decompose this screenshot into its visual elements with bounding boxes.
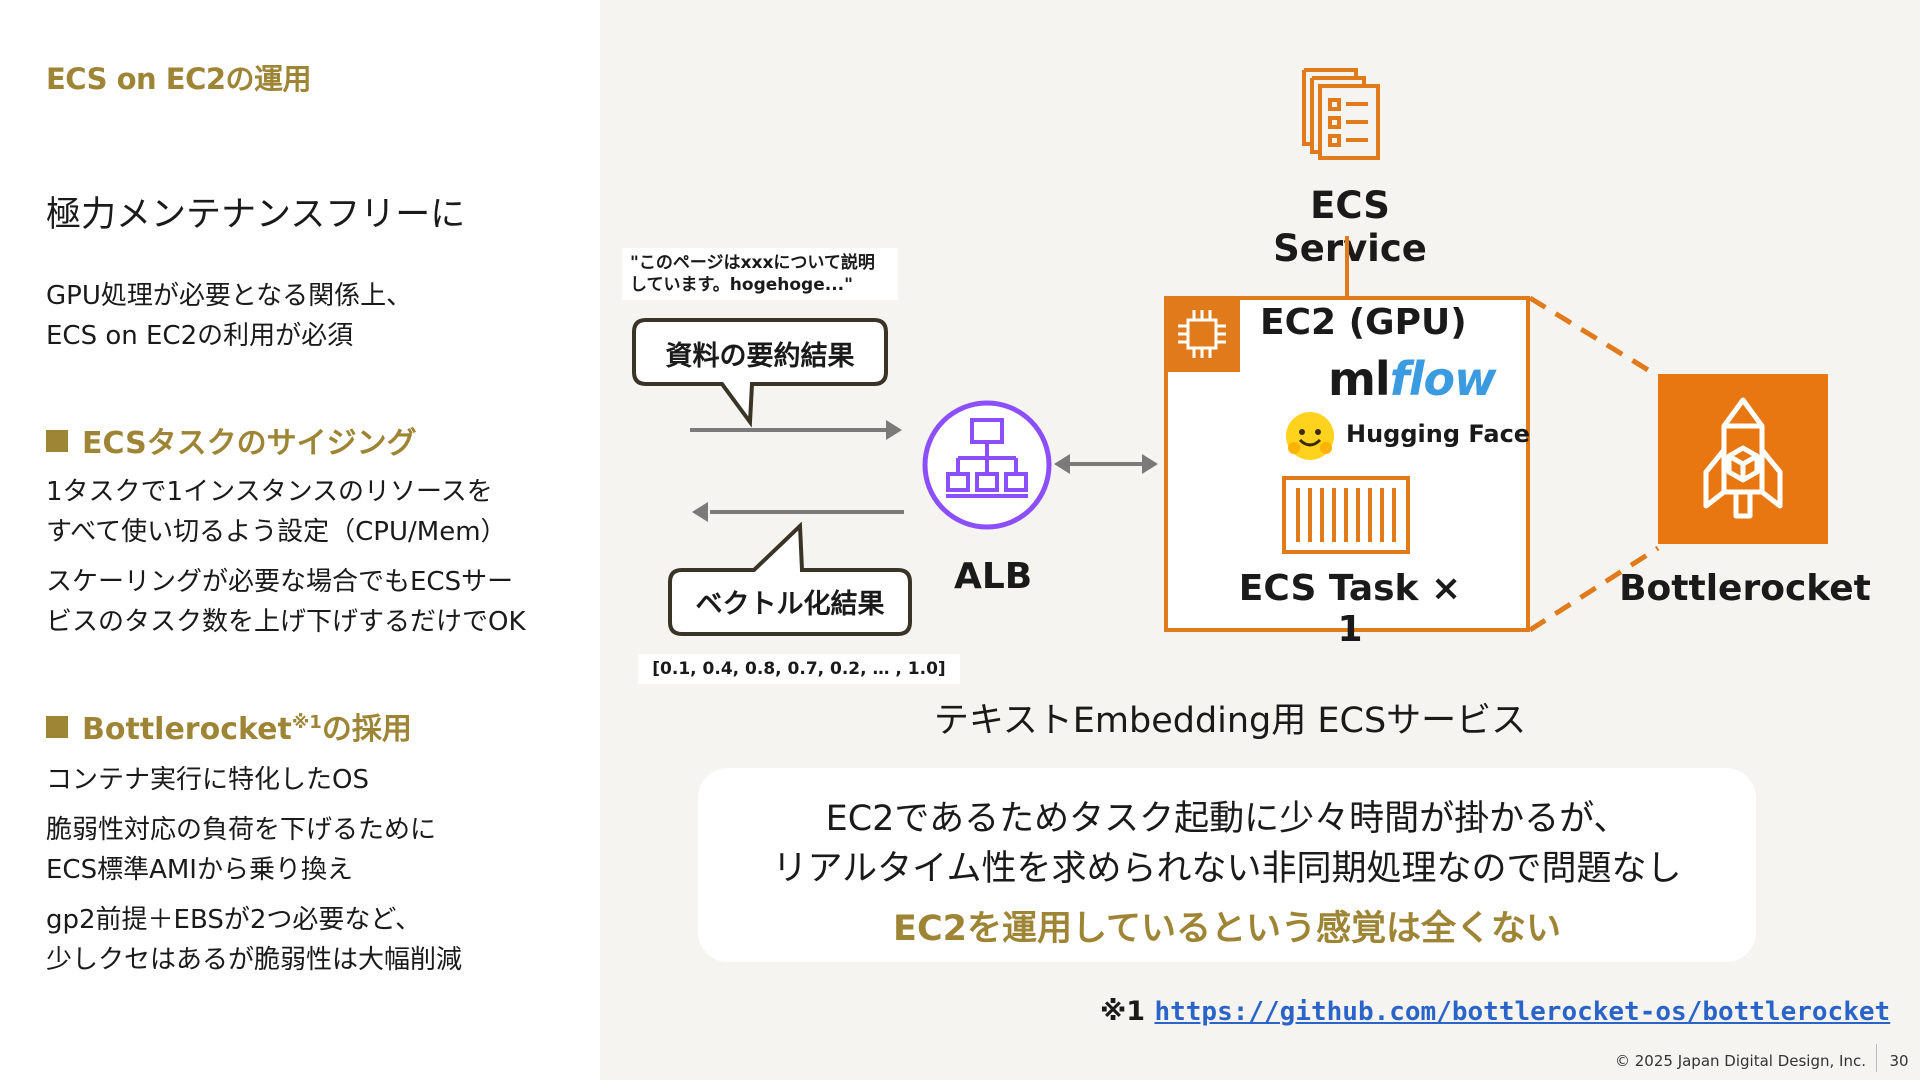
bottlerocket-repo-link[interactable]: https://github.com/bottlerocket-os/bottl… [1154, 997, 1891, 1027]
left-panel: ECS on EC2の運用 極力メンテナンスフリーに GPU処理が必要となる関係… [0, 0, 600, 1080]
paragraph-line: 1タスクで1インスタンスのリソースを [46, 477, 493, 507]
intro-line: GPU処理が必要となる関係上、 [46, 281, 413, 311]
sizing-paragraph-2: スケーリングが必要な場合でもECSサー ビスのタスク数を上げ下げするだけでOK [46, 562, 526, 642]
mlflow-logo: mlflow [1328, 352, 1497, 406]
section-heading-text: Bottlerocket [82, 712, 292, 747]
square-bullet-icon [46, 430, 68, 452]
intro-text: GPU処理が必要となる関係上、 ECS on EC2の利用が必須 [46, 276, 412, 356]
footnote: ※1 https://github.com/bottlerocket-os/bo… [1100, 996, 1890, 1027]
ecs-task-icon [1282, 476, 1410, 554]
paragraph-line: 少しクセはあるが脆弱性は大幅削減 [46, 945, 463, 975]
note-line: しています。hogehoge..." [630, 275, 853, 295]
bottlerocket-paragraph-2: 脆弱性対応の負荷を下げるために ECS標準AMIから乗り換え [46, 810, 436, 890]
note-line: "このページはxxxについて説明 [630, 253, 875, 273]
bottlerocket-paragraph-3: gp2前提＋EBSが2つ必要など、 少しクセはあるが脆弱性は大幅削減 [46, 900, 462, 980]
rocket-icon [1703, 397, 1783, 519]
hugging-face-label: Hugging Face [1346, 420, 1531, 448]
sizing-paragraph-1: 1タスクで1インスタンスのリソースを すべて使い切るよう設定（CPU/Mem） [46, 472, 507, 552]
ecs-service-icon [1302, 68, 1380, 160]
speech-bubble-summary [632, 318, 888, 428]
section-heading-text: ECSタスクのサイジング [82, 426, 417, 461]
paragraph-line: 脆弱性対応の負荷を下げるために [46, 815, 437, 845]
callout-line-1: EC2であるためタスク起動に少々時間が掛かるが、 [825, 799, 1629, 839]
ecs-service-label: ECS Service [1273, 184, 1427, 270]
paragraph-line: ECS標準AMIから乗り換え [46, 855, 353, 885]
footnote-marker: ※1 [1100, 996, 1146, 1027]
page-number: 30 [1889, 1052, 1909, 1070]
callout-box [698, 768, 1756, 962]
intro-line: ECS on EC2の利用が必須 [46, 321, 354, 351]
request-text-note: "このページはxxxについて説明 しています。hogehoge..." [622, 248, 898, 300]
section-heading-bottlerocket: Bottlerocket※1の採用 [46, 704, 412, 748]
chip-icon [1178, 310, 1226, 358]
service-connector-line [1345, 236, 1349, 296]
paragraph-line: ビスのタスク数を上げ下げするだけでOK [46, 607, 526, 637]
lead-heading: 極力メンテナンスフリーに [46, 195, 466, 235]
ec2-gpu-label: EC2 (GPU) [1260, 302, 1467, 343]
bubble-vector-text: ベクトル化結果 [695, 589, 885, 620]
vector-output-note: [0.1, 0.4, 0.8, 0.7, 0.2, … , 1.0] [638, 654, 960, 684]
callout-emphasis: EC2を運用しているという感覚は全くない [893, 909, 1561, 949]
section-heading-suffix: の採用 [321, 712, 412, 747]
slide-title: ECS on EC2の運用 [46, 62, 312, 96]
footnote-ref: ※1 [291, 712, 322, 733]
bottlerocket-label: Bottlerocket [1619, 568, 1871, 609]
footer-divider [1876, 1044, 1877, 1072]
ec2-chip-badge [1164, 296, 1240, 372]
mlflow-logo-flow: flow [1389, 352, 1497, 406]
paragraph-line: スケーリングが必要な場合でもECSサー [46, 567, 514, 597]
mlflow-logo-ml: ml [1328, 352, 1391, 406]
alb-label: ALB [954, 556, 1033, 597]
bottlerocket-connector [1530, 296, 1660, 633]
diagram-caption: テキストEmbedding用 ECSサービス [933, 701, 1527, 741]
section-heading-sizing: ECSタスクのサイジング [46, 418, 417, 462]
copyright: © 2025 Japan Digital Design, Inc. [1614, 1052, 1866, 1070]
square-bullet-icon [46, 716, 68, 738]
bottlerocket-box [1658, 374, 1828, 544]
alb-icon [922, 400, 1052, 530]
paragraph-line: すべて使い切るよう設定（CPU/Mem） [46, 517, 507, 547]
hugging-face-icon [1286, 412, 1334, 460]
ecs-task-label: ECS Task × 1 [1238, 568, 1462, 650]
bottlerocket-paragraph-1: コンテナ実行に特化したOS [46, 765, 369, 795]
paragraph-line: gp2前提＋EBSが2つ必要など、 [46, 905, 422, 935]
ec2-instance-box [1164, 296, 1530, 632]
flow-arrows [690, 420, 1158, 522]
bubble-summary-text: 資料の要約結果 [665, 341, 855, 372]
callout-line-2: リアルタイム性を求められない非同期処理なので問題なし [772, 849, 1682, 889]
speech-bubble-vector [668, 522, 912, 636]
